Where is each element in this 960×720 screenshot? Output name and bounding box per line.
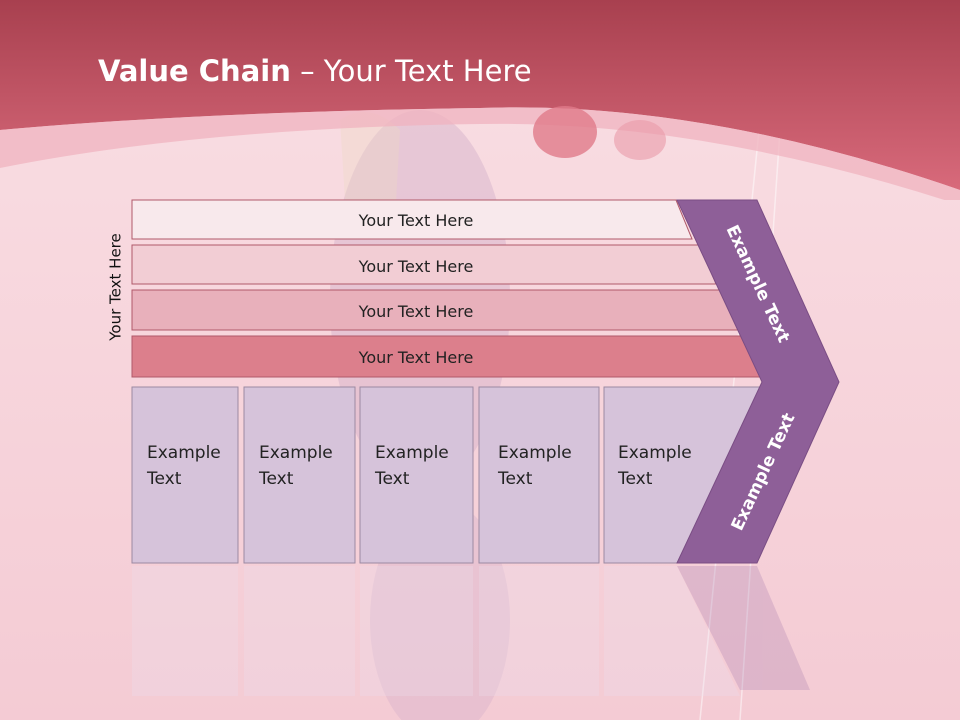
title-bold: Value Chain	[98, 54, 291, 88]
reflection	[132, 566, 810, 696]
box-3-line1: Example	[375, 443, 449, 463]
box-4-line2: Text	[498, 469, 533, 489]
box-2-line1: Example	[259, 443, 333, 463]
box-2-shape	[243, 386, 356, 564]
box-3-line2: Text	[375, 469, 410, 489]
chevron-shape	[676, 199, 840, 564]
box-3-label: Example Text	[375, 440, 449, 492]
row-1-shape	[131, 199, 693, 240]
box-1-line1: Example	[147, 443, 221, 463]
box-2-label: Example Text	[259, 440, 333, 492]
row-4-label: Your Text Here	[358, 347, 474, 367]
box-1-shape	[131, 386, 239, 564]
box-4-line1: Example	[498, 443, 572, 463]
box-1-label: Example Text	[147, 440, 221, 492]
header-band	[0, 0, 960, 200]
box-1-line2: Text	[147, 469, 182, 489]
title-rest: – Your Text Here	[290, 54, 532, 88]
box-5-line1: Example	[618, 443, 692, 463]
box-4-label: Example Text	[498, 440, 572, 492]
row-2-label: Your Text Here	[358, 256, 474, 276]
row-1-label: Your Text Here	[358, 210, 474, 230]
box-4-shape	[478, 386, 600, 564]
box-5-line2: Text	[618, 469, 653, 489]
box-5-label: Example Text	[618, 440, 692, 492]
slide-title: Value Chain – Your Text Here	[98, 54, 532, 88]
box-2-line2: Text	[259, 469, 294, 489]
box-3-shape	[359, 386, 474, 564]
row-3-label: Your Text Here	[358, 301, 474, 321]
